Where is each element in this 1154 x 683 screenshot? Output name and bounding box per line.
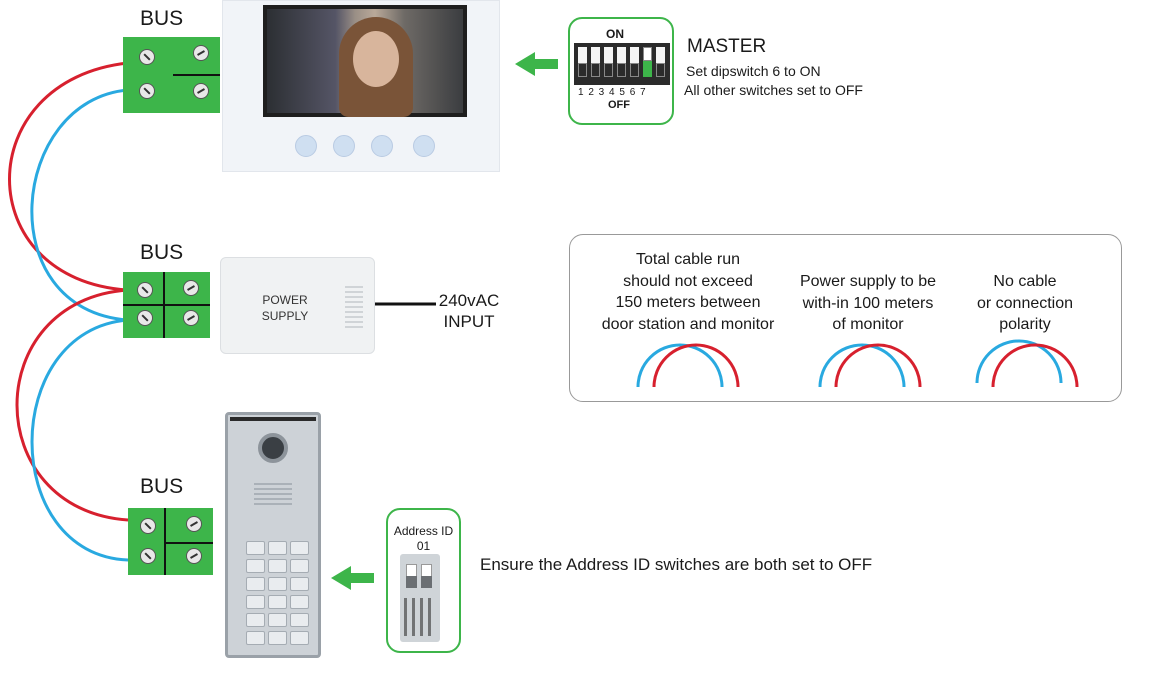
- speaker-grille: [254, 481, 292, 505]
- master-instruction-1: Set dipswitch 6 to ON: [686, 63, 821, 79]
- keypad-key: [290, 541, 309, 555]
- keypad-key: [268, 613, 287, 627]
- vent-grille: [345, 286, 363, 328]
- terminal-screw: [137, 282, 153, 298]
- power-supply-unit: POWER SUPPLY: [220, 257, 375, 354]
- keypad-key: [246, 631, 265, 645]
- address-id-title: Address ID: [393, 524, 454, 538]
- dip-numbers: 1 2 3 4 5 6 7: [578, 87, 647, 98]
- monitor-button-icon: [333, 135, 355, 157]
- address-id-instruction: Ensure the Address ID switches are both …: [480, 555, 873, 574]
- monitor-photo: [267, 9, 463, 117]
- cable-arc-icons: [636, 339, 1079, 388]
- terminal-screw: [140, 548, 156, 564]
- dip-on-label: ON: [606, 27, 624, 41]
- terminal-screw: [137, 310, 153, 326]
- monitor-button-icon: [413, 135, 435, 157]
- camera-icon: [258, 433, 288, 463]
- bus-label-power: BUS: [140, 241, 184, 264]
- terminal-screw: [186, 548, 202, 564]
- wire-blue-bottom: [30, 318, 129, 562]
- cable-arc-icon: [818, 343, 906, 388]
- keypad-key: [268, 631, 287, 645]
- cable-arc-icon: [652, 343, 740, 388]
- terminal-screw: [186, 516, 202, 532]
- dip-off-label: OFF: [608, 99, 630, 111]
- bus-label-door: BUS: [140, 475, 184, 498]
- keypad-key: [246, 559, 265, 573]
- terminal-block-power: [123, 272, 210, 338]
- keypad-key: [290, 577, 309, 591]
- note-polarity: No cable or connection polarity: [976, 273, 1074, 333]
- mains-input-line-1: 240vAC: [438, 291, 500, 310]
- cabling-notes-box: Total cable run should not exceed 150 me…: [569, 234, 1122, 402]
- power-supply-label-2: SUPPLY: [261, 309, 309, 323]
- terminal-screw: [139, 49, 155, 65]
- arrow-to-door-station-icon: [331, 566, 374, 590]
- master-instruction-2: All other switches set to OFF: [684, 82, 863, 98]
- monitor-screen: [263, 5, 467, 117]
- terminal-screw: [193, 45, 209, 61]
- monitor-button-icon: [295, 135, 317, 157]
- keypad-key: [268, 595, 287, 609]
- keypad-key: [290, 631, 309, 645]
- mains-input-line-2: INPUT: [443, 312, 495, 331]
- note-cable-run: Total cable run should not exceed 150 me…: [601, 251, 775, 333]
- master-dipswitch-box: ON 1 2 3 4 5 6 7 OFF: [568, 17, 674, 125]
- keypad-key: [290, 559, 309, 573]
- master-title: MASTER: [687, 36, 767, 57]
- terminal-screw: [139, 83, 155, 99]
- keypad-key: [290, 595, 309, 609]
- terminal-block-monitor: [123, 37, 220, 113]
- keypad-key: [246, 595, 265, 609]
- terminal-screw: [183, 280, 199, 296]
- terminal-block-door: [128, 508, 213, 575]
- keypad-key: [268, 541, 287, 555]
- keypad-key: [268, 559, 287, 573]
- door-station: [225, 412, 321, 658]
- address-dipswitch-graphic: [400, 554, 440, 642]
- terminal-screw: [183, 310, 199, 326]
- keypad-key: [268, 577, 287, 591]
- wire-red-top: [8, 61, 129, 292]
- terminal-screw: [193, 83, 209, 99]
- cable-arc-icon: [975, 339, 1063, 384]
- address-id-box: Address ID 01: [386, 508, 461, 653]
- keypad-key: [290, 613, 309, 627]
- note-power-distance: Power supply to be with-in 100 meters of…: [799, 273, 937, 333]
- keypad-key: [246, 613, 265, 627]
- power-supply-label-1: POWER: [262, 293, 308, 307]
- wire-blue-top: [30, 88, 129, 322]
- cable-arc-icon: [991, 343, 1079, 388]
- keypad-key: [246, 541, 265, 555]
- bus-label-monitor: BUS: [140, 7, 184, 30]
- cable-arc-icon: [834, 343, 922, 388]
- address-id-value: 01: [416, 539, 431, 553]
- video-monitor: [222, 0, 500, 172]
- monitor-button-icon: [371, 135, 393, 157]
- wire-red-bottom: [15, 288, 129, 522]
- cable-arc-icon: [636, 343, 724, 388]
- terminal-screw: [140, 518, 156, 534]
- dipswitch-graphic: [574, 43, 670, 85]
- mains-input-label: 240vAC INPUT: [436, 290, 502, 332]
- keypad-key: [246, 577, 265, 591]
- arrow-to-monitor-icon: [515, 52, 558, 76]
